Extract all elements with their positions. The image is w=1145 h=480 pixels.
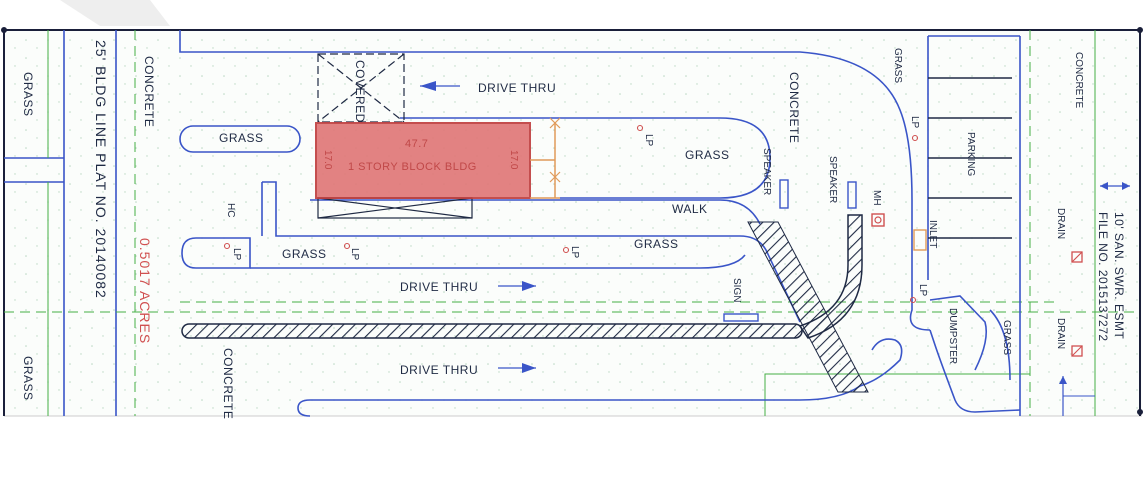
label-grass-right-island: GRASS bbox=[685, 148, 730, 162]
building-footprint bbox=[315, 122, 531, 199]
label-concrete-left: CONCRETE bbox=[142, 56, 156, 127]
label-concrete-mid: CONCRETE bbox=[787, 72, 801, 143]
main-curb bbox=[179, 30, 931, 331]
grass-island-top bbox=[179, 125, 301, 153]
label-lp-2: LP bbox=[231, 248, 242, 261]
building-label: 1 STORY BLOCK BLDG bbox=[348, 161, 477, 173]
arrow-right-icon bbox=[498, 281, 536, 291]
label-drive-thru-mid: DRIVE THRU bbox=[400, 280, 478, 294]
label-dumpster: DUMPSTER bbox=[947, 308, 958, 364]
label-hc: HC bbox=[225, 203, 236, 217]
label-lp-4: LP bbox=[569, 246, 580, 259]
label-easement-file: FILE NO. 2015137272 bbox=[1096, 212, 1110, 342]
label-mh: MH bbox=[871, 190, 882, 206]
crosswalk bbox=[747, 221, 869, 393]
speaker-post-1 bbox=[779, 179, 789, 209]
light-poles bbox=[223, 124, 919, 304]
label-bldg-line: 25' BLDG LINE PLAT NO. 20140082 bbox=[93, 40, 109, 299]
label-lp-6: LP bbox=[917, 284, 928, 297]
label-concrete-right: CONCRETE bbox=[1073, 52, 1084, 108]
corner-shadow bbox=[60, 0, 170, 26]
label-inlet: INLET bbox=[927, 220, 938, 248]
sign-post bbox=[723, 313, 759, 322]
drive-thru-island bbox=[400, 117, 771, 199]
label-speaker-2: SPEAKER bbox=[827, 156, 838, 203]
label-sign: SIGN bbox=[731, 278, 742, 302]
dim-right: 17.0 bbox=[508, 150, 519, 170]
dim-left: 17.0 bbox=[322, 150, 333, 170]
speaker-post-2 bbox=[847, 181, 857, 209]
label-grass-left-bottom: GRASS bbox=[21, 356, 35, 401]
hatched-curve bbox=[798, 214, 863, 339]
label-drive-thru-top: DRIVE THRU bbox=[478, 81, 556, 95]
hatched-curb bbox=[181, 323, 803, 339]
arrow-right-icon bbox=[498, 363, 536, 373]
label-walk: WALK bbox=[672, 202, 708, 216]
label-grass-lower-1: GRASS bbox=[282, 247, 327, 261]
label-drain-2: DRAIN bbox=[1055, 318, 1066, 349]
drain-icon-2 bbox=[1071, 345, 1083, 357]
label-grass-island-top: GRASS bbox=[219, 131, 264, 145]
label-grass-right-top: GRASS bbox=[892, 48, 903, 83]
label-lp-3: LP bbox=[349, 248, 360, 261]
label-grass-right-bottom: GRASS bbox=[1001, 320, 1012, 355]
arrow-left-icon bbox=[420, 81, 460, 91]
label-concrete-bottom: CONCRETE bbox=[221, 348, 235, 419]
label-acres: 0.5017 ACRES bbox=[137, 238, 153, 344]
dim-width: 47.7 bbox=[405, 138, 428, 150]
manhole-icon bbox=[871, 213, 885, 227]
label-easement: 10' SAN. SWR. ESMT bbox=[1112, 212, 1126, 339]
label-lp-1: LP bbox=[643, 134, 654, 147]
drain-icon-1 bbox=[1071, 251, 1083, 263]
label-parking: PARKING bbox=[965, 132, 976, 176]
label-grass-lower-2: GRASS bbox=[634, 237, 679, 251]
label-lp-5: LP bbox=[909, 116, 920, 129]
label-covered: COVERED bbox=[353, 60, 367, 123]
label-grass-left-top: GRASS bbox=[21, 72, 35, 117]
inlet-icon bbox=[913, 229, 927, 251]
label-speaker-1: SPEAKER bbox=[761, 148, 772, 195]
parking-stripes bbox=[928, 77, 1012, 239]
label-drain-1: DRAIN bbox=[1055, 208, 1066, 239]
label-drive-thru-bottom: DRIVE THRU bbox=[400, 363, 478, 377]
